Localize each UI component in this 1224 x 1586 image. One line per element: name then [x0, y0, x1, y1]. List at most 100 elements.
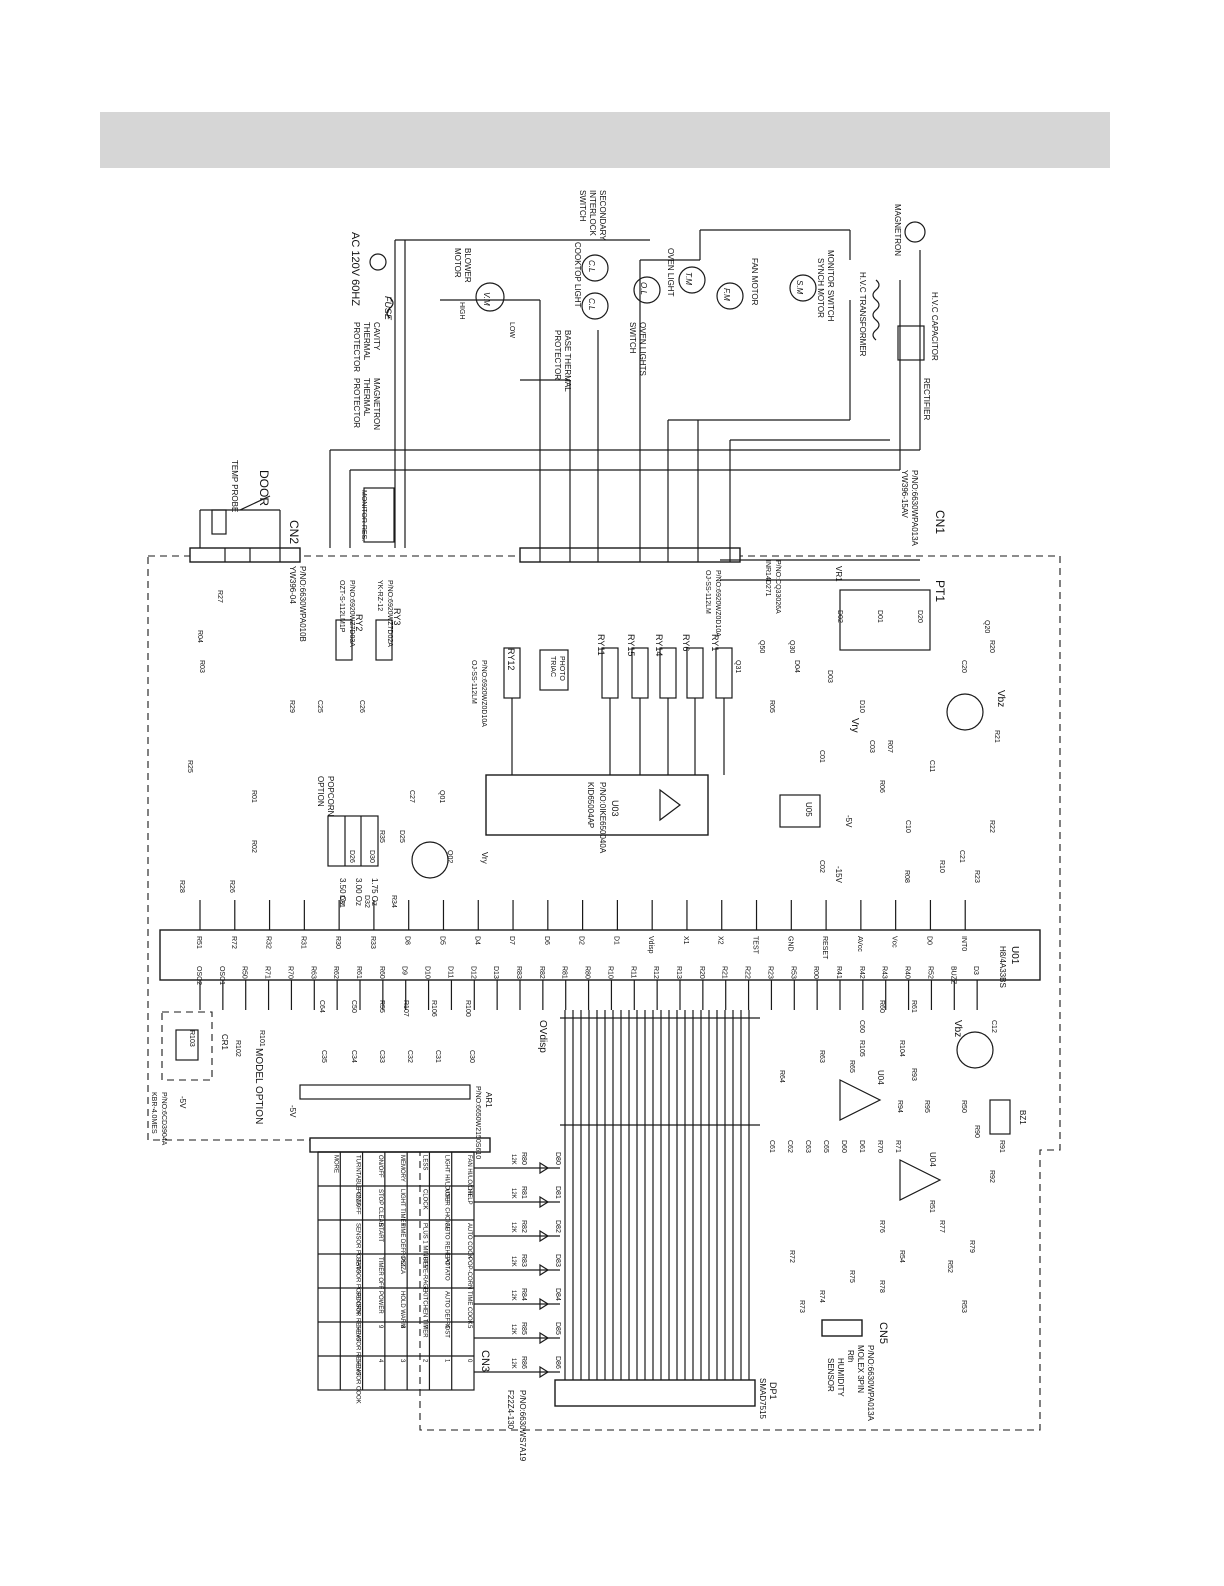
rail-vdisp: OVdisp: [537, 1020, 548, 1053]
fan-motor-icon: [716, 282, 744, 310]
display-bus: [560, 1010, 760, 1380]
keypad-key: TIME COOK: [466, 1291, 472, 1325]
component-label: C03: [868, 740, 875, 753]
cavity-protector-3: PROTECTOR: [352, 322, 361, 372]
relay-part-a-2: P/NO:6920WZ0D10A: [480, 660, 487, 727]
vr1-type: INR14D271: [764, 560, 771, 597]
cn5-part: P/NO:6630WPA013A: [866, 1345, 875, 1422]
keypad-resistor-value: 12K: [510, 1154, 516, 1165]
component-label: R73: [798, 1300, 805, 1313]
rectifier-label: RECTIFIER: [922, 378, 931, 420]
u01-right-pin: R22: [744, 966, 751, 979]
svg-text:C.L: C.L: [587, 298, 596, 310]
component-label: R02: [250, 840, 257, 853]
magnetron-icon: [904, 221, 926, 243]
relay-part-a: P/NO:6920WZ0D10A: [714, 570, 721, 637]
keypad-key: MORE: [332, 1155, 338, 1173]
svg-text:O.L: O.L: [639, 282, 648, 295]
u01-right-pin: R70: [286, 966, 293, 979]
keypad-key: AUTO REHEAT: [444, 1223, 450, 1265]
u01-box: [159, 929, 1041, 981]
vr1-label: VR1: [834, 566, 843, 582]
hvc-capacitor-label: H.V.C CAPACITOR: [930, 292, 939, 361]
component-label: C01: [818, 750, 825, 763]
component-label: R25: [186, 760, 193, 773]
keypad-diode: D80: [554, 1152, 561, 1165]
cn1-label: CN1: [933, 510, 947, 534]
component-label: C27: [408, 790, 415, 803]
component-labels: R20R21R22R23Q20C20C21D20D01D02D03D04D10C…: [178, 590, 1005, 1313]
relay-bank: [335, 619, 733, 775]
keypad-key: PLUS 1 MINUTE: [421, 1223, 427, 1268]
photo-triac-icon: [539, 649, 569, 691]
keypad-key: KITCHEN TIMER: [421, 1291, 427, 1338]
u01-left-pin: R30: [334, 936, 341, 949]
component-label: C32: [406, 1050, 413, 1063]
cn5-rth: Rth: [846, 1350, 855, 1362]
cn2-type: YW396-04: [288, 566, 297, 604]
component-label: D32: [363, 895, 370, 908]
cn3-strip: [309, 1137, 491, 1153]
component-label: Q20: [983, 620, 990, 633]
blower-low: LOW: [508, 322, 515, 338]
relay-part-b: P/NO:6920WZ7D03A: [348, 580, 355, 647]
keypad-key: 4: [377, 1359, 383, 1363]
keypad-key: TURNTABLE ON/OFF: [355, 1155, 361, 1215]
ry6-label: RY6: [681, 634, 691, 651]
keypad-key: 5: [466, 1325, 472, 1329]
u01-left-pin: D5: [438, 936, 445, 945]
dp1-part: P/NO:6630WS7A19: [518, 1390, 527, 1462]
buzzer-icon: [989, 1099, 1011, 1135]
header-bar: [100, 112, 1110, 168]
ry12-label: RY12: [506, 648, 516, 670]
u01-left-pin: D2: [578, 936, 585, 945]
u03-type: KID65004AP: [586, 782, 595, 828]
ac-section: AC 120V 60HZ FUSE CAVITY THERMAL PROTECT…: [349, 190, 939, 430]
u01-right-pin: D9: [401, 966, 408, 975]
fuse-icon: [386, 297, 394, 319]
u03-box: [485, 774, 709, 836]
u01-left-pin: D6: [543, 936, 550, 945]
hvc-capacitor-icon: [897, 325, 925, 361]
rail-neg5: -5V: [844, 815, 853, 828]
blower-high: HIGH: [458, 302, 465, 320]
svg-text:S.M: S.M: [795, 280, 804, 295]
base-protector-2: PROTECTOR: [553, 330, 562, 380]
keypad-key: 3: [399, 1359, 405, 1363]
u01-right-pin: R21: [721, 966, 728, 979]
component-label: D03: [826, 670, 833, 683]
ry2-label: RY2: [354, 614, 364, 631]
ar1-part: P/NO:6650W2150S610: [474, 1086, 481, 1159]
u01-right-pin: R10: [606, 966, 613, 979]
u01-right-pin: R61: [355, 966, 362, 979]
ry3-label: RY3: [392, 608, 402, 625]
u01-right-pin: R82: [538, 966, 545, 979]
cr1-icon: [175, 1029, 199, 1061]
keypad-key: LIGHT TIMER: [399, 1189, 405, 1227]
component-label: R26: [228, 880, 235, 893]
bz1-label: BZ1: [1018, 1110, 1027, 1125]
component-label: R92: [988, 1170, 995, 1183]
model-option-label: MODEL OPTION: [253, 1048, 264, 1124]
keypad-resistor: R80: [520, 1152, 527, 1165]
keypad-diode: D85: [554, 1322, 561, 1335]
humidity-sensor-2: SENSOR: [826, 1358, 835, 1392]
component-label: R93: [910, 1068, 917, 1081]
ar1-array: [299, 1084, 471, 1100]
u01-right-pin: R50: [241, 966, 248, 979]
relay-type-a-2: OJ-SS-112LM: [470, 660, 477, 704]
cn5-type: MOLEX 3PIN: [856, 1345, 865, 1393]
monitor-res-label: MONITOR RES.: [360, 490, 367, 541]
relay-coil: [686, 647, 704, 699]
humidity-sensor-1: HUMIDITY: [836, 1358, 845, 1397]
cn2-part: P/NO:6630WPA010B: [298, 566, 307, 642]
q31-transistor-icon: [411, 841, 449, 879]
blower-motor-icon: [475, 282, 505, 312]
component-label: R90: [973, 1125, 980, 1138]
model-neg5: -5V: [288, 1105, 297, 1118]
u01-left-pin: D8: [404, 936, 411, 945]
u01-right-pin: R53: [789, 966, 796, 979]
u01-right-pin: R42: [858, 966, 865, 979]
keypad-diode: D81: [554, 1186, 561, 1199]
